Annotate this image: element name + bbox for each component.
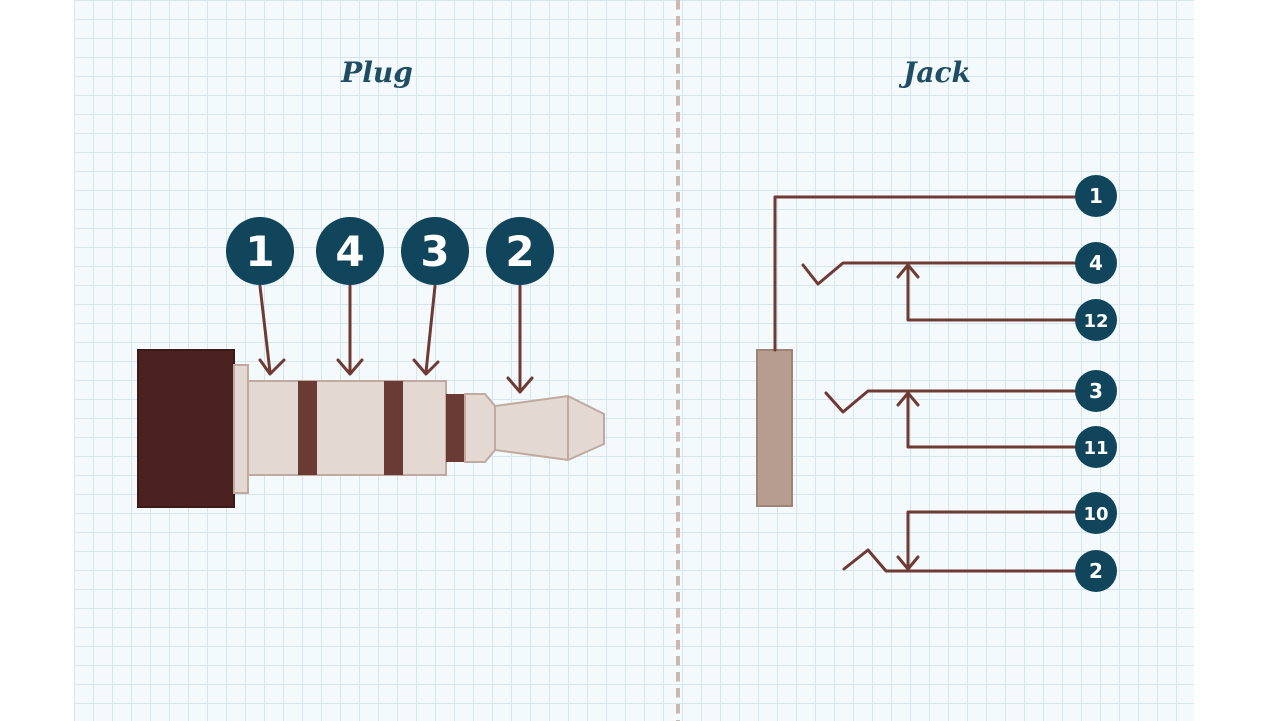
jack-badge-1-label: 1 — [1089, 184, 1103, 208]
plug-arrow-4 — [336, 284, 364, 376]
jack-switch-12 — [896, 263, 1078, 322]
jack-switch-11 — [896, 391, 1078, 449]
plug-illustration — [137, 349, 605, 508]
jack-badge-11: 11 — [1075, 426, 1117, 468]
plug-badge-2-label: 2 — [505, 227, 534, 276]
jack-body — [756, 349, 793, 507]
plug-badge-3-label: 3 — [420, 227, 449, 276]
jack-badge-2: 2 — [1075, 550, 1117, 592]
plug-sleeve-grip — [137, 349, 235, 508]
jack-badge-1: 1 — [1075, 175, 1117, 217]
plug-badge-4-label: 4 — [335, 227, 364, 276]
jack-badge-12-label: 12 — [1083, 311, 1108, 332]
jack-switch-10 — [896, 510, 1078, 571]
jack-spring-4 — [801, 261, 1078, 286]
jack-badge-2-label: 2 — [1089, 559, 1103, 583]
jack-spring-2 — [842, 548, 1078, 573]
plug-ring-band-3 — [446, 394, 465, 462]
jack-badge-4: 4 — [1075, 242, 1117, 284]
jack-badge-11-label: 11 — [1083, 438, 1108, 459]
plug-arrow-2 — [506, 284, 534, 394]
jack-spring-3 — [824, 389, 1078, 414]
plug-collar — [233, 364, 249, 494]
plug-badge-3: 3 — [401, 217, 469, 285]
plug-badge-4: 4 — [316, 217, 384, 285]
grid-paper-background — [74, 0, 1194, 721]
jack-title: Jack — [903, 56, 971, 89]
plug-badge-1: 1 — [226, 217, 294, 285]
plug-neck — [464, 393, 496, 463]
jack-badge-3: 3 — [1075, 370, 1117, 412]
plug-badge-2: 2 — [486, 217, 554, 285]
jack-badge-3-label: 3 — [1089, 379, 1103, 403]
plug-badge-1-label: 1 — [245, 227, 274, 276]
dashed-divider — [676, 0, 680, 721]
jack-wire-1 — [773, 195, 1078, 352]
jack-badge-10-label: 10 — [1083, 504, 1108, 525]
jack-badge-12: 12 — [1075, 299, 1117, 341]
plug-title: Plug — [341, 56, 413, 89]
plug-ring-band-2 — [384, 381, 403, 475]
plug-arrow-1 — [258, 284, 286, 376]
plug-shaft — [247, 380, 447, 476]
plug-ring-band-1 — [298, 381, 317, 475]
jack-badge-10: 10 — [1075, 492, 1117, 534]
plug-arrow-3 — [412, 284, 440, 376]
jack-badge-4-label: 4 — [1089, 251, 1103, 275]
plug-tip — [494, 394, 605, 462]
